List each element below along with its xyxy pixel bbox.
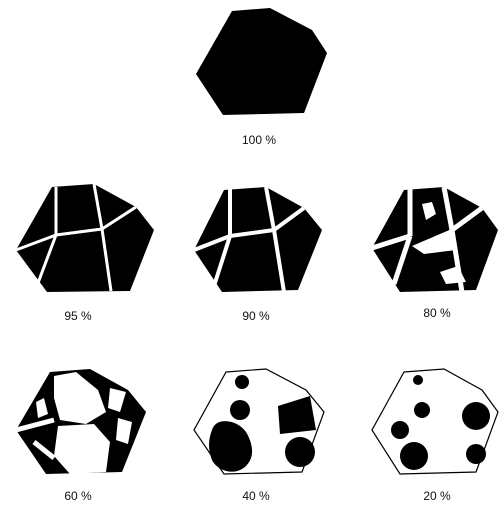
label-80-percent: 80 % xyxy=(423,306,450,320)
polygon-90-percent xyxy=(192,186,326,300)
polygon-20-percent xyxy=(370,368,499,482)
label-95-percent: 95 % xyxy=(64,309,91,323)
polygon-60-percent xyxy=(14,368,148,482)
polygon-100-percent xyxy=(192,8,330,124)
label-40-percent: 40 % xyxy=(242,489,269,503)
polygon-95-percent xyxy=(14,183,164,301)
label-20-percent: 20 % xyxy=(423,489,450,503)
polygon-80-percent xyxy=(370,186,499,300)
polygon-40-percent xyxy=(192,368,328,482)
label-90-percent: 90 % xyxy=(242,309,269,323)
label-60-percent: 60 % xyxy=(64,489,91,503)
label-100-percent: 100 % xyxy=(242,133,276,147)
